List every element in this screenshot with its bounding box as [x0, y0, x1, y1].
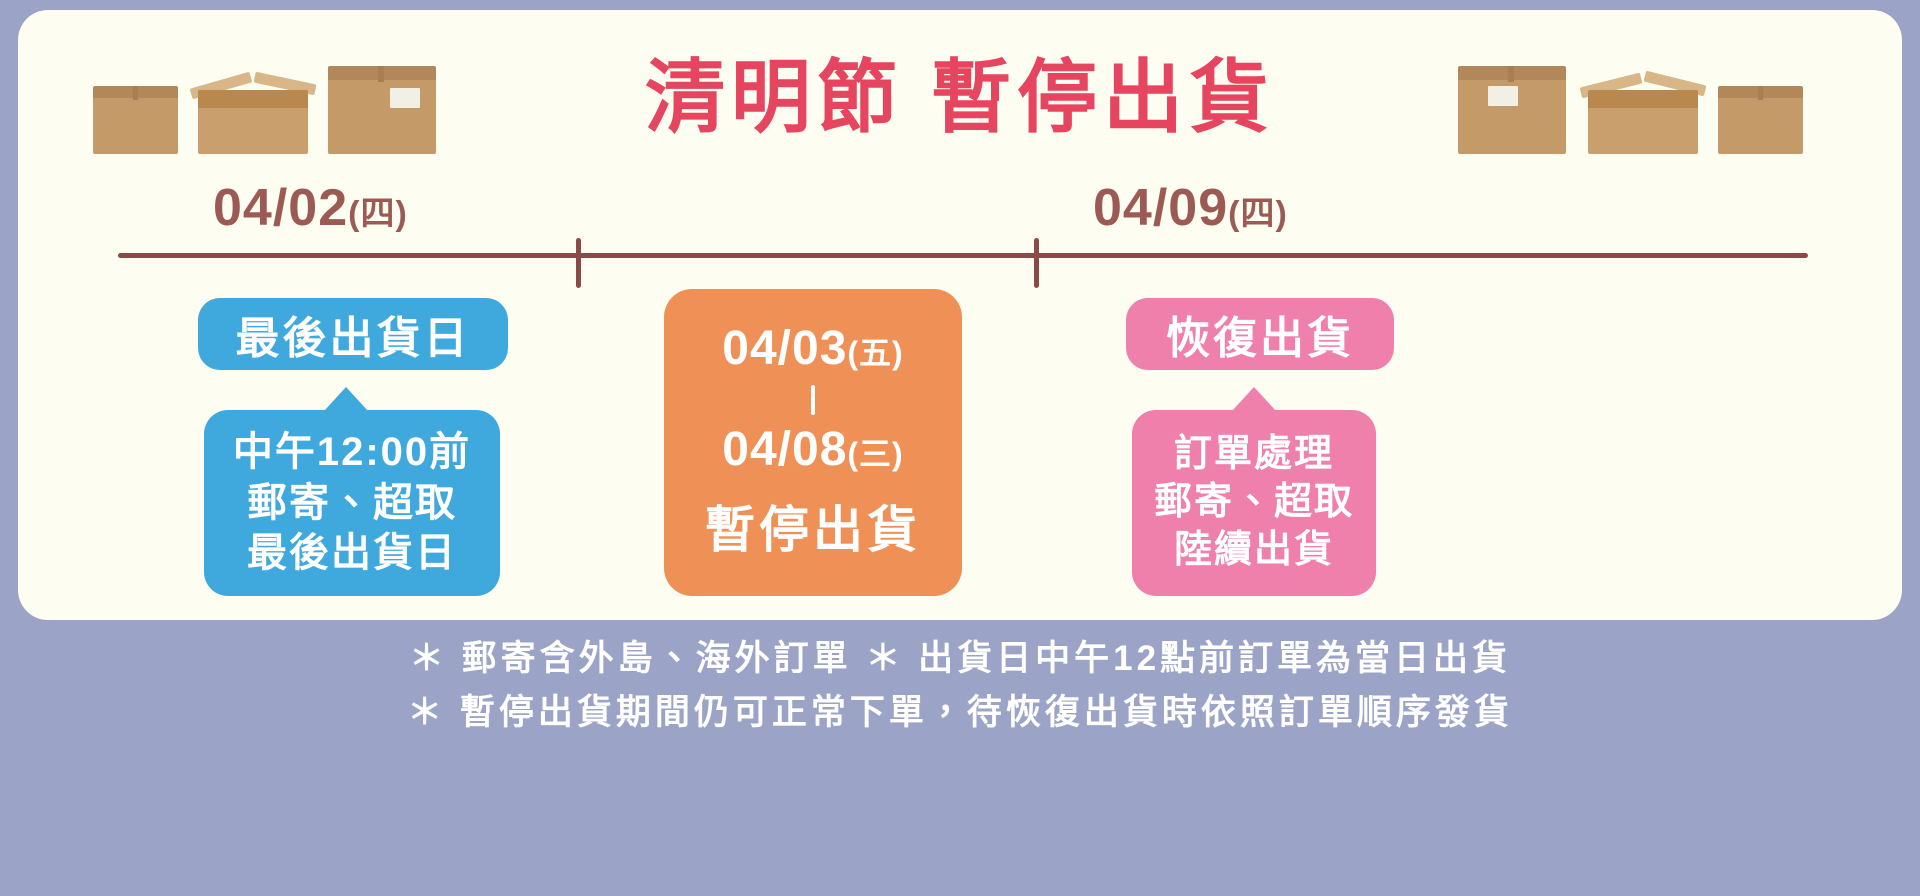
cardboard-box-labeled-icon	[1458, 66, 1566, 154]
last-shipping-day-pill-label: 最後出貨日	[235, 314, 471, 363]
suspension-end-date-value: 04/08	[722, 422, 848, 476]
resume-shipping-line-1: 訂單處理	[1173, 433, 1334, 476]
footer-note-line-2: ＊ 暫停出貨期間仍可正常下單，待恢復出貨時依照訂單順序發貨	[407, 693, 1513, 733]
timeline-date-right: 04/09(四)	[1093, 178, 1288, 238]
resume-shipping-line-3: 陸續出貨	[1173, 528, 1334, 571]
cardboard-box-closed-icon	[93, 86, 178, 154]
last-shipping-day-pill: 最後出貨日	[198, 298, 508, 370]
cardboard-box-open-icon	[189, 71, 317, 154]
resume-shipping-pill: 恢復出貨	[1126, 298, 1394, 370]
resume-shipping-line-2: 郵寄、超取	[1153, 481, 1354, 524]
timeline-date-right-value: 04/09	[1093, 179, 1229, 237]
timeline-date-left: 04/02(四)	[213, 178, 408, 238]
footer-notes: ＊ 郵寄含外島、海外訂單 ＊ 出貨日中午12點前訂單為當日出貨 ＊ 暫停出貨期間…	[0, 632, 1920, 741]
timeline-tick-start	[576, 238, 581, 288]
shipping-suspended-card: 04/03(五) 04/08(三) 暫停出貨	[664, 289, 962, 596]
suspension-start-date: 04/03(五)	[722, 321, 904, 376]
bubble-tail-icon	[1232, 387, 1276, 411]
last-shipping-day-line-2: 郵寄、超取	[247, 480, 457, 525]
timeline-axis	[118, 253, 1808, 258]
suspension-status-label: 暫停出貨	[705, 502, 921, 559]
last-shipping-day-line-3: 最後出貨日	[247, 531, 457, 576]
last-shipping-day-line-1: 中午12:00前	[232, 430, 472, 475]
decoration-boxes-left	[93, 54, 438, 154]
footer-note-line-1: ＊ 郵寄含外島、海外訂單 ＊ 出貨日中午12點前訂單為當日出貨	[408, 639, 1512, 678]
last-shipping-day-bubble: 中午12:00前 郵寄、超取 最後出貨日	[204, 387, 500, 596]
suspension-end-date: 04/08(三)	[722, 422, 904, 477]
timeline-tick-end	[1034, 238, 1039, 288]
suspension-end-weekday: (三)	[847, 435, 904, 472]
timeline-date-right-weekday: (四)	[1228, 195, 1288, 233]
cardboard-box-closed-icon	[1718, 86, 1803, 154]
resume-shipping-bubble: 訂單處理 郵寄、超取 陸續出貨	[1132, 387, 1376, 596]
date-range-dash-icon	[811, 384, 815, 415]
cardboard-box-open-icon	[1579, 70, 1707, 154]
bubble-tail-icon	[324, 387, 368, 411]
banner-card: 清明節 暫停出貨 04/02(四)	[18, 10, 1902, 620]
timeline-date-left-value: 04/02	[213, 179, 349, 237]
cardboard-box-labeled-icon	[328, 66, 436, 154]
suspension-start-weekday: (五)	[847, 334, 904, 371]
timeline-date-left-weekday: (四)	[348, 195, 408, 233]
page-title: 清明節 暫停出貨	[644, 53, 1276, 142]
resume-shipping-pill-label: 恢復出貨	[1166, 314, 1354, 363]
decoration-boxes-right	[1458, 54, 1803, 154]
suspension-start-date-value: 04/03	[722, 321, 848, 375]
